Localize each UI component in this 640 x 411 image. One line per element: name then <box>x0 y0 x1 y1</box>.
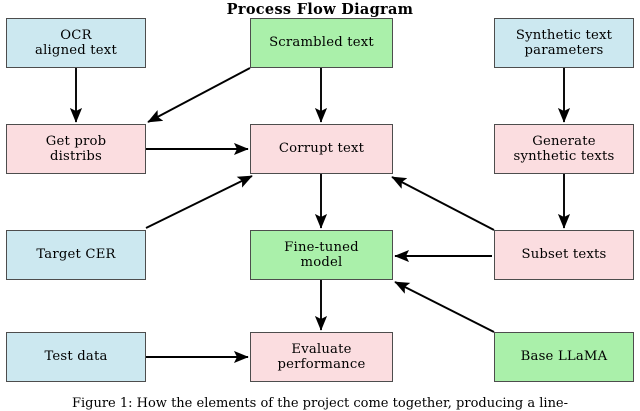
flow-node-label: Corrupt text <box>278 141 365 157</box>
flow-node-label: Get prob distribs <box>45 133 107 164</box>
page-title: Process Flow Diagram <box>226 1 414 18</box>
flow-edge-basellama-to-finetuned <box>394 281 495 333</box>
flow-node-label: Target CER <box>36 247 116 263</box>
flow-node-label: Fine-tuned model <box>284 239 359 270</box>
flow-edge-subset-to-corrupt <box>391 176 495 231</box>
flow-node-label: Scrambled text <box>269 35 374 51</box>
flow-node-scrambled[interactable]: Scrambled text <box>250 18 393 68</box>
flow-edge-targetcer-to-corrupt <box>145 175 253 229</box>
flow-node-label: Base LLaMA <box>520 349 608 365</box>
flow-node-finetuned[interactable]: Fine-tuned model <box>250 230 393 280</box>
flow-node-label: Test data <box>44 349 108 365</box>
flow-node-synthparam[interactable]: Synthetic text parameters <box>494 18 634 68</box>
flow-node-corrupt[interactable]: Corrupt text <box>250 124 393 174</box>
flow-edge-scrambled-to-getprob <box>147 67 251 123</box>
flow-node-evaluate[interactable]: Evaluate performance <box>250 332 393 382</box>
flow-node-basellama[interactable]: Base LLaMA <box>494 332 634 382</box>
flow-node-targetcer[interactable]: Target CER <box>6 230 146 280</box>
figure-caption: Figure 1: How the elements of the projec… <box>71 396 569 411</box>
flow-node-label: OCR aligned text <box>35 27 117 58</box>
flow-node-testdata[interactable]: Test data <box>6 332 146 382</box>
flow-node-getprob[interactable]: Get prob distribs <box>6 124 146 174</box>
flow-node-gensynth[interactable]: Generate synthetic texts <box>494 124 634 174</box>
flow-node-label: Generate synthetic texts <box>513 133 615 164</box>
flow-node-label: Subset texts <box>521 247 607 263</box>
flow-node-subset[interactable]: Subset texts <box>494 230 634 280</box>
flow-node-label: Evaluate performance <box>277 341 366 372</box>
flow-node-label: Synthetic text parameters <box>515 27 613 58</box>
flow-node-ocr[interactable]: OCR aligned text <box>6 18 146 68</box>
